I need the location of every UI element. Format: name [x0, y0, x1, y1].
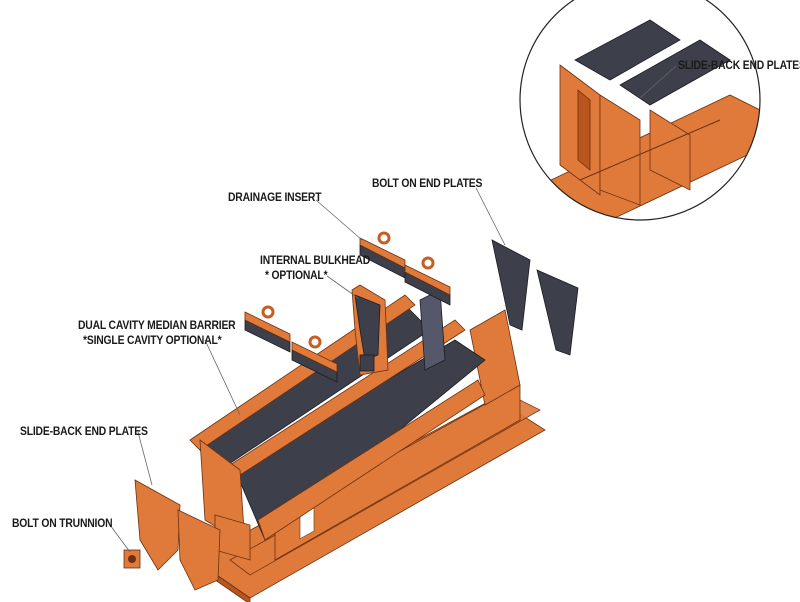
leader-line [475, 187, 506, 246]
label-drainage-insert: DRAINAGE INSERT [228, 192, 322, 204]
drainage-inserts [244, 231, 451, 383]
inset-detail-slide-back [529, 19, 760, 220]
leader-line [315, 199, 363, 241]
main-mold [189, 289, 546, 602]
label-slide-back-end-plates-inset: SLIDE-BACK END PLATES [678, 60, 800, 72]
label-dual-cavity-note: *SINGLE CAVITY OPTIONAL* [83, 335, 222, 347]
drainage-insert [291, 335, 338, 383]
leader-line [326, 275, 359, 299]
leader-line [204, 339, 241, 416]
drainage-insert [404, 256, 451, 306]
label-bolt-on-trunnion: BOLT ON TRUNNION [12, 518, 113, 530]
label-internal-bulkhead-note: * OPTIONAL* [265, 270, 328, 282]
drainage-insert [359, 231, 406, 279]
drainage-insert [244, 305, 291, 353]
bolt-on-trunnion [123, 549, 141, 569]
leader-line [137, 431, 153, 486]
inset-circle [519, 0, 761, 221]
leader-line [639, 65, 677, 99]
label-internal-bulkhead: INTERNAL BULKHEAD [260, 255, 371, 267]
slide-back-end-plates [134, 479, 221, 591]
internal-bulkhead [351, 284, 389, 376]
leader-line [109, 524, 131, 553]
label-dual-cavity-barrier: DUAL CAVITY MEDIAN BARRIER [78, 320, 236, 332]
label-bolt-on-end-plates: BOLT ON END PLATES [372, 178, 483, 190]
label-slide-back-end-plates: SLIDE-BACK END PLATES [20, 426, 148, 438]
bolt-on-end-plates [491, 239, 579, 356]
